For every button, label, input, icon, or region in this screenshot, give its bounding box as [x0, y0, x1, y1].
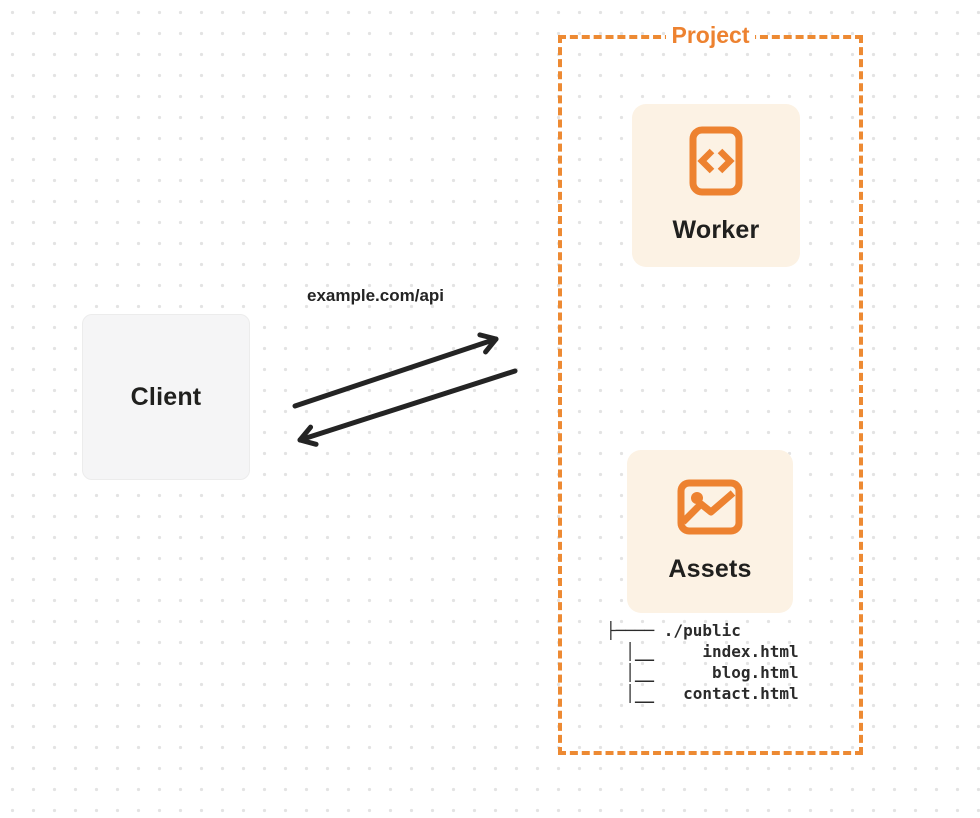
- file-tree-line-blog: │__ blog.html: [606, 663, 799, 682]
- request-arrow: [292, 332, 499, 409]
- file-tree: ├──── ./public │__ index.html │__ blog.h…: [606, 620, 799, 704]
- image-icon: [677, 479, 743, 535]
- request-url-label: example.com/api: [307, 286, 445, 305]
- code-file-icon: [689, 126, 743, 196]
- response-arrow: [297, 368, 518, 447]
- file-tree-line-public: ├──── ./public: [606, 621, 741, 640]
- worker-node: Worker: [632, 104, 800, 267]
- client-node: Client: [82, 314, 250, 480]
- project-boundary: Project: [558, 22, 863, 755]
- assets-label: Assets: [668, 555, 752, 583]
- file-tree-line-index: │__ index.html: [606, 642, 799, 661]
- project-label: Project: [665, 22, 756, 49]
- assets-node: Assets: [627, 450, 793, 613]
- file-tree-line-contact: │__ contact.html: [606, 684, 799, 703]
- request-response-arrows: [292, 332, 518, 447]
- worker-label: Worker: [672, 216, 760, 244]
- client-label: Client: [130, 382, 202, 411]
